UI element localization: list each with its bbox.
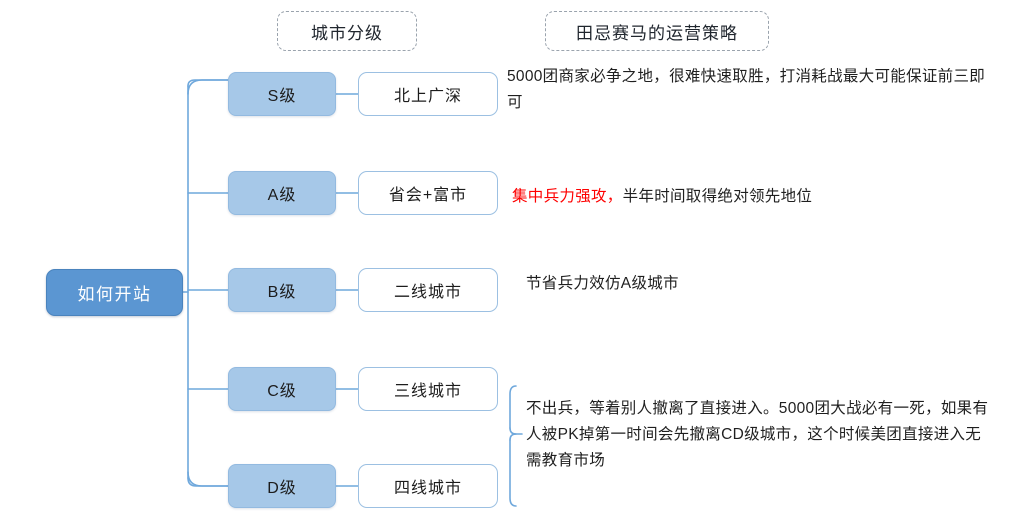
description-cd-group: 不出兵，等着别人撤离了直接进入。5000团大战必有一死，如果有人被PK掉第一时间… xyxy=(526,400,989,469)
level-box-a[interactable]: A级 xyxy=(228,171,336,215)
header-chip-strategy: 田忌赛马的运营策略 xyxy=(545,11,769,51)
level-box-c[interactable]: C级 xyxy=(228,367,336,411)
city-box-c[interactable]: 三线城市 xyxy=(358,367,498,411)
level-box-s[interactable]: S级 xyxy=(228,72,336,116)
level-box-d[interactable]: D级 xyxy=(228,464,336,508)
description-a-accent: 集中兵力强攻， xyxy=(512,188,623,205)
description-b: 节省兵力效仿A级城市 xyxy=(526,275,679,292)
city-box-d[interactable]: 四线城市 xyxy=(358,464,498,508)
level-box-b[interactable]: B级 xyxy=(228,268,336,312)
root-node-how-to-open-station[interactable]: 如何开站 xyxy=(46,269,183,316)
description-s: 5000团商家必争之地，很难快速取胜，打消耗战最大可能保证前三即可 xyxy=(507,68,986,111)
description-a: 集中兵力强攻，半年时间取得绝对领先地位 xyxy=(512,184,1012,210)
header-chip-city-tier: 城市分级 xyxy=(277,11,417,51)
city-box-a[interactable]: 省会+富市 xyxy=(358,171,498,215)
city-box-b[interactable]: 二线城市 xyxy=(358,268,498,312)
city-box-s[interactable]: 北上广深 xyxy=(358,72,498,116)
description-a-rest: 半年时间取得绝对领先地位 xyxy=(622,188,813,205)
